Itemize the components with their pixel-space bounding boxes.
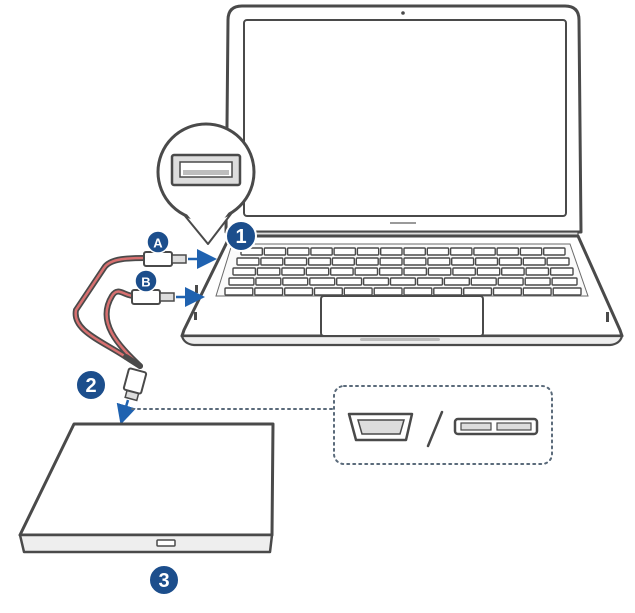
usb-3-micro-b-connector-icon [453,417,539,436]
keyboard-key [519,247,543,256]
usb-a-port-icon [170,153,242,187]
port-callout [156,122,256,245]
keyboard-key [416,277,444,286]
keyboard-key [498,257,522,266]
keyboard-key [378,267,403,276]
keyboard-key [403,257,427,266]
keyboard-key [256,267,281,276]
step-3-badge: 3 [148,564,180,596]
keyboard-key [403,287,433,296]
keyboard-key [389,277,417,286]
keyboard-key [373,287,403,296]
keyboard-key [449,247,473,256]
keyboard-key [355,257,379,266]
keyboard-key [263,247,287,256]
cable-end-b-label: B [141,275,150,290]
keyboard-key [286,247,310,256]
keyboard-key [543,247,566,256]
cable-end-a-badge: A [146,230,170,254]
keyboard-key [224,287,254,296]
keyboard-key [451,257,475,266]
drive-connector [116,367,148,425]
connector-a [143,249,217,269]
keyboard-key [427,267,452,276]
keyboard-key [228,277,255,286]
keyboard-key [260,257,284,266]
cable-end-a-label: A [153,236,163,251]
keyboard-key [546,257,570,266]
keyboard-key [524,277,551,286]
step-2-badge: 2 [75,369,107,401]
keyboard-key [284,257,308,266]
keyboard-key [310,247,333,256]
keyboard-key [525,267,550,276]
keyboard-key [463,287,493,296]
keyboard-key [427,257,451,266]
eject-button-icon [156,539,176,547]
keyboard-key [551,277,578,286]
keyboard-key [282,277,309,286]
keyboard-key [501,267,525,276]
keyboard-key [333,247,357,256]
keyboard-key [476,267,501,276]
keyboard-key [549,267,574,276]
keyboard-key [474,257,499,266]
keyboard-key [379,257,403,266]
keyboard-key [281,267,305,276]
keyboard-key [433,287,463,296]
keyboard-key [232,267,257,276]
keyboard-key [307,257,332,266]
keyboard-key [305,267,330,276]
keyboard-key [236,257,260,266]
connector-b [131,287,205,307]
keyboard-key [426,247,450,256]
keyboard-key [403,267,428,276]
keyboard-key [330,267,354,276]
keyboard-key [354,267,379,276]
keyboard-key [313,287,343,296]
keyboard-key [284,287,314,296]
usb-micro-b-connector-icon [347,412,414,442]
step-3-label: 3 [158,570,169,592]
keyboard-key [496,247,520,256]
keyboard-key [522,287,552,296]
step-1-badge: 1 [225,220,257,252]
usb-cable-icon [72,249,217,425]
connector-callout [333,385,553,465]
keyboard-key [492,287,522,296]
cable-end-b-badge: B [134,269,158,293]
step-1-label: 1 [235,226,246,248]
keyboard-key [356,247,380,256]
keyboard-key [343,287,373,296]
keyboard-key [331,257,355,266]
keyboard-key [380,247,403,256]
keyboard-key [309,277,336,286]
keyboard-key [255,277,282,286]
keyboard-key [522,257,546,266]
keyboard-key [443,277,470,286]
keyboard-key [452,267,476,276]
keyboard-key [473,247,496,256]
keyboard-key [403,247,426,256]
keyboard-key [470,277,497,286]
keyboard-key [362,277,390,286]
keyboard-key [552,287,582,296]
keyboard-key [497,277,524,286]
external-optical-drive-icon [18,422,275,554]
keyboard-key [336,277,363,286]
step-2-label: 2 [85,375,96,397]
keyboard-key [254,287,284,296]
laptop-icon [180,4,624,347]
